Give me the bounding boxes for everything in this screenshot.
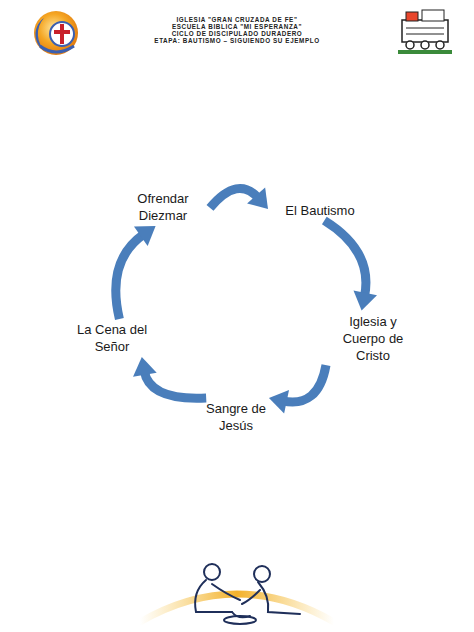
header-text: ETAPA: BAUTISMO – SIGUIENDO SU EJEMPLO xyxy=(100,37,374,44)
arrow-head xyxy=(269,390,289,413)
arrow-head xyxy=(134,226,156,246)
cycle-step: Ofrendar Diezmar xyxy=(118,190,208,224)
header-text: CICLO DE DISCIPULADO DURADERO xyxy=(100,30,374,37)
cycle-step: Sangre de Jesús xyxy=(191,400,281,434)
cycle-arrow xyxy=(324,221,377,311)
foot-washing-drawing xyxy=(140,564,334,624)
step-text: Sangre de Jesús xyxy=(191,400,281,434)
cycle-step: Iglesia y Cuerpo de Cristo xyxy=(328,313,418,364)
step-text: La Cena del Señor xyxy=(67,321,157,355)
arrow-shaft xyxy=(116,234,144,319)
church-logo xyxy=(34,11,78,55)
cycle-step: La Cena del Señor xyxy=(67,321,157,355)
arrow-head xyxy=(247,188,268,209)
arrow-shaft xyxy=(144,371,206,398)
cycle-arrow xyxy=(133,357,206,398)
cycle-step: El Bautismo xyxy=(270,202,370,219)
arrow-shaft xyxy=(283,365,326,402)
cycle-arrow xyxy=(210,188,268,209)
school-logo xyxy=(398,10,452,54)
header-text: IGLESIA "GRAN CRUZADA DE FE" xyxy=(100,16,374,23)
step-text: Ofrendar Diezmar xyxy=(118,190,208,224)
arrow-shaft xyxy=(324,221,366,297)
arrow-head xyxy=(353,290,377,310)
step-text: Iglesia y Cuerpo de Cristo xyxy=(328,313,418,364)
cycle-arrow xyxy=(269,365,326,413)
arrow-head xyxy=(133,357,157,377)
step-text: El Bautismo xyxy=(270,202,370,219)
arrow-shaft xyxy=(210,188,259,207)
cycle-arrow xyxy=(116,226,156,319)
header-text: ESCUELA BIBLICA "MI ESPERANZA" xyxy=(100,23,374,30)
